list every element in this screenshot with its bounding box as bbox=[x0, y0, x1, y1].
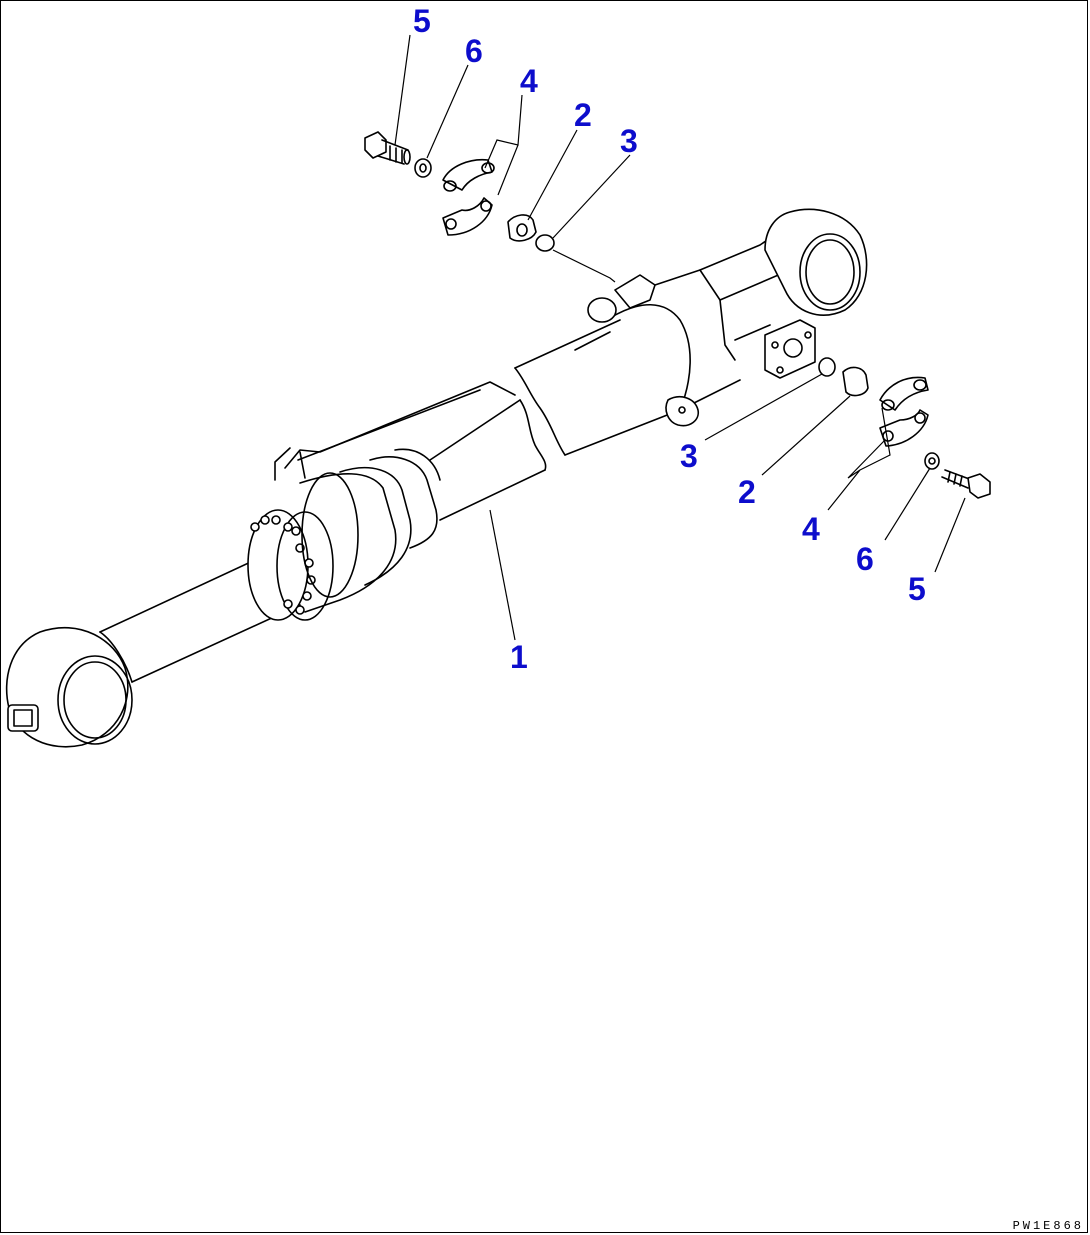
washer-lower bbox=[924, 452, 940, 470]
cylinder-tube bbox=[429, 399, 546, 521]
oring-lower bbox=[818, 357, 836, 377]
callout-5-upper: 5 bbox=[413, 3, 431, 39]
collar-lower bbox=[842, 366, 869, 397]
callout-6-upper: 6 bbox=[465, 33, 483, 69]
callout-4-lower: 4 bbox=[802, 511, 820, 547]
callout-labels: 5 6 4 2 3 1 3 2 4 6 5 bbox=[413, 3, 926, 675]
leader-lines bbox=[394, 34, 966, 641]
bolt-lower bbox=[941, 469, 991, 499]
callout-1: 1 bbox=[510, 639, 528, 675]
callout-3-lower: 3 bbox=[680, 438, 698, 474]
callout-6-lower: 6 bbox=[856, 541, 874, 577]
callout-4-upper: 4 bbox=[520, 63, 538, 99]
oring-upper bbox=[535, 234, 555, 252]
upper-fittings bbox=[364, 131, 616, 283]
lower-fittings bbox=[818, 357, 991, 499]
callout-2-upper: 2 bbox=[574, 97, 592, 133]
callout-5-lower: 5 bbox=[908, 571, 926, 607]
bolt-upper bbox=[364, 131, 411, 165]
hydraulic-cylinder-assembly bbox=[5, 208, 868, 748]
split-flange-lower-b bbox=[879, 409, 929, 447]
collar-upper bbox=[507, 214, 537, 242]
port-block bbox=[764, 319, 816, 379]
drawing-code: PW1E868 bbox=[1012, 1219, 1084, 1233]
callout-3-upper: 3 bbox=[620, 123, 638, 159]
flange-bolts bbox=[250, 515, 316, 615]
washer-upper bbox=[414, 158, 432, 178]
callout-2-lower: 2 bbox=[738, 474, 756, 510]
split-flange-lower-a bbox=[879, 376, 929, 411]
